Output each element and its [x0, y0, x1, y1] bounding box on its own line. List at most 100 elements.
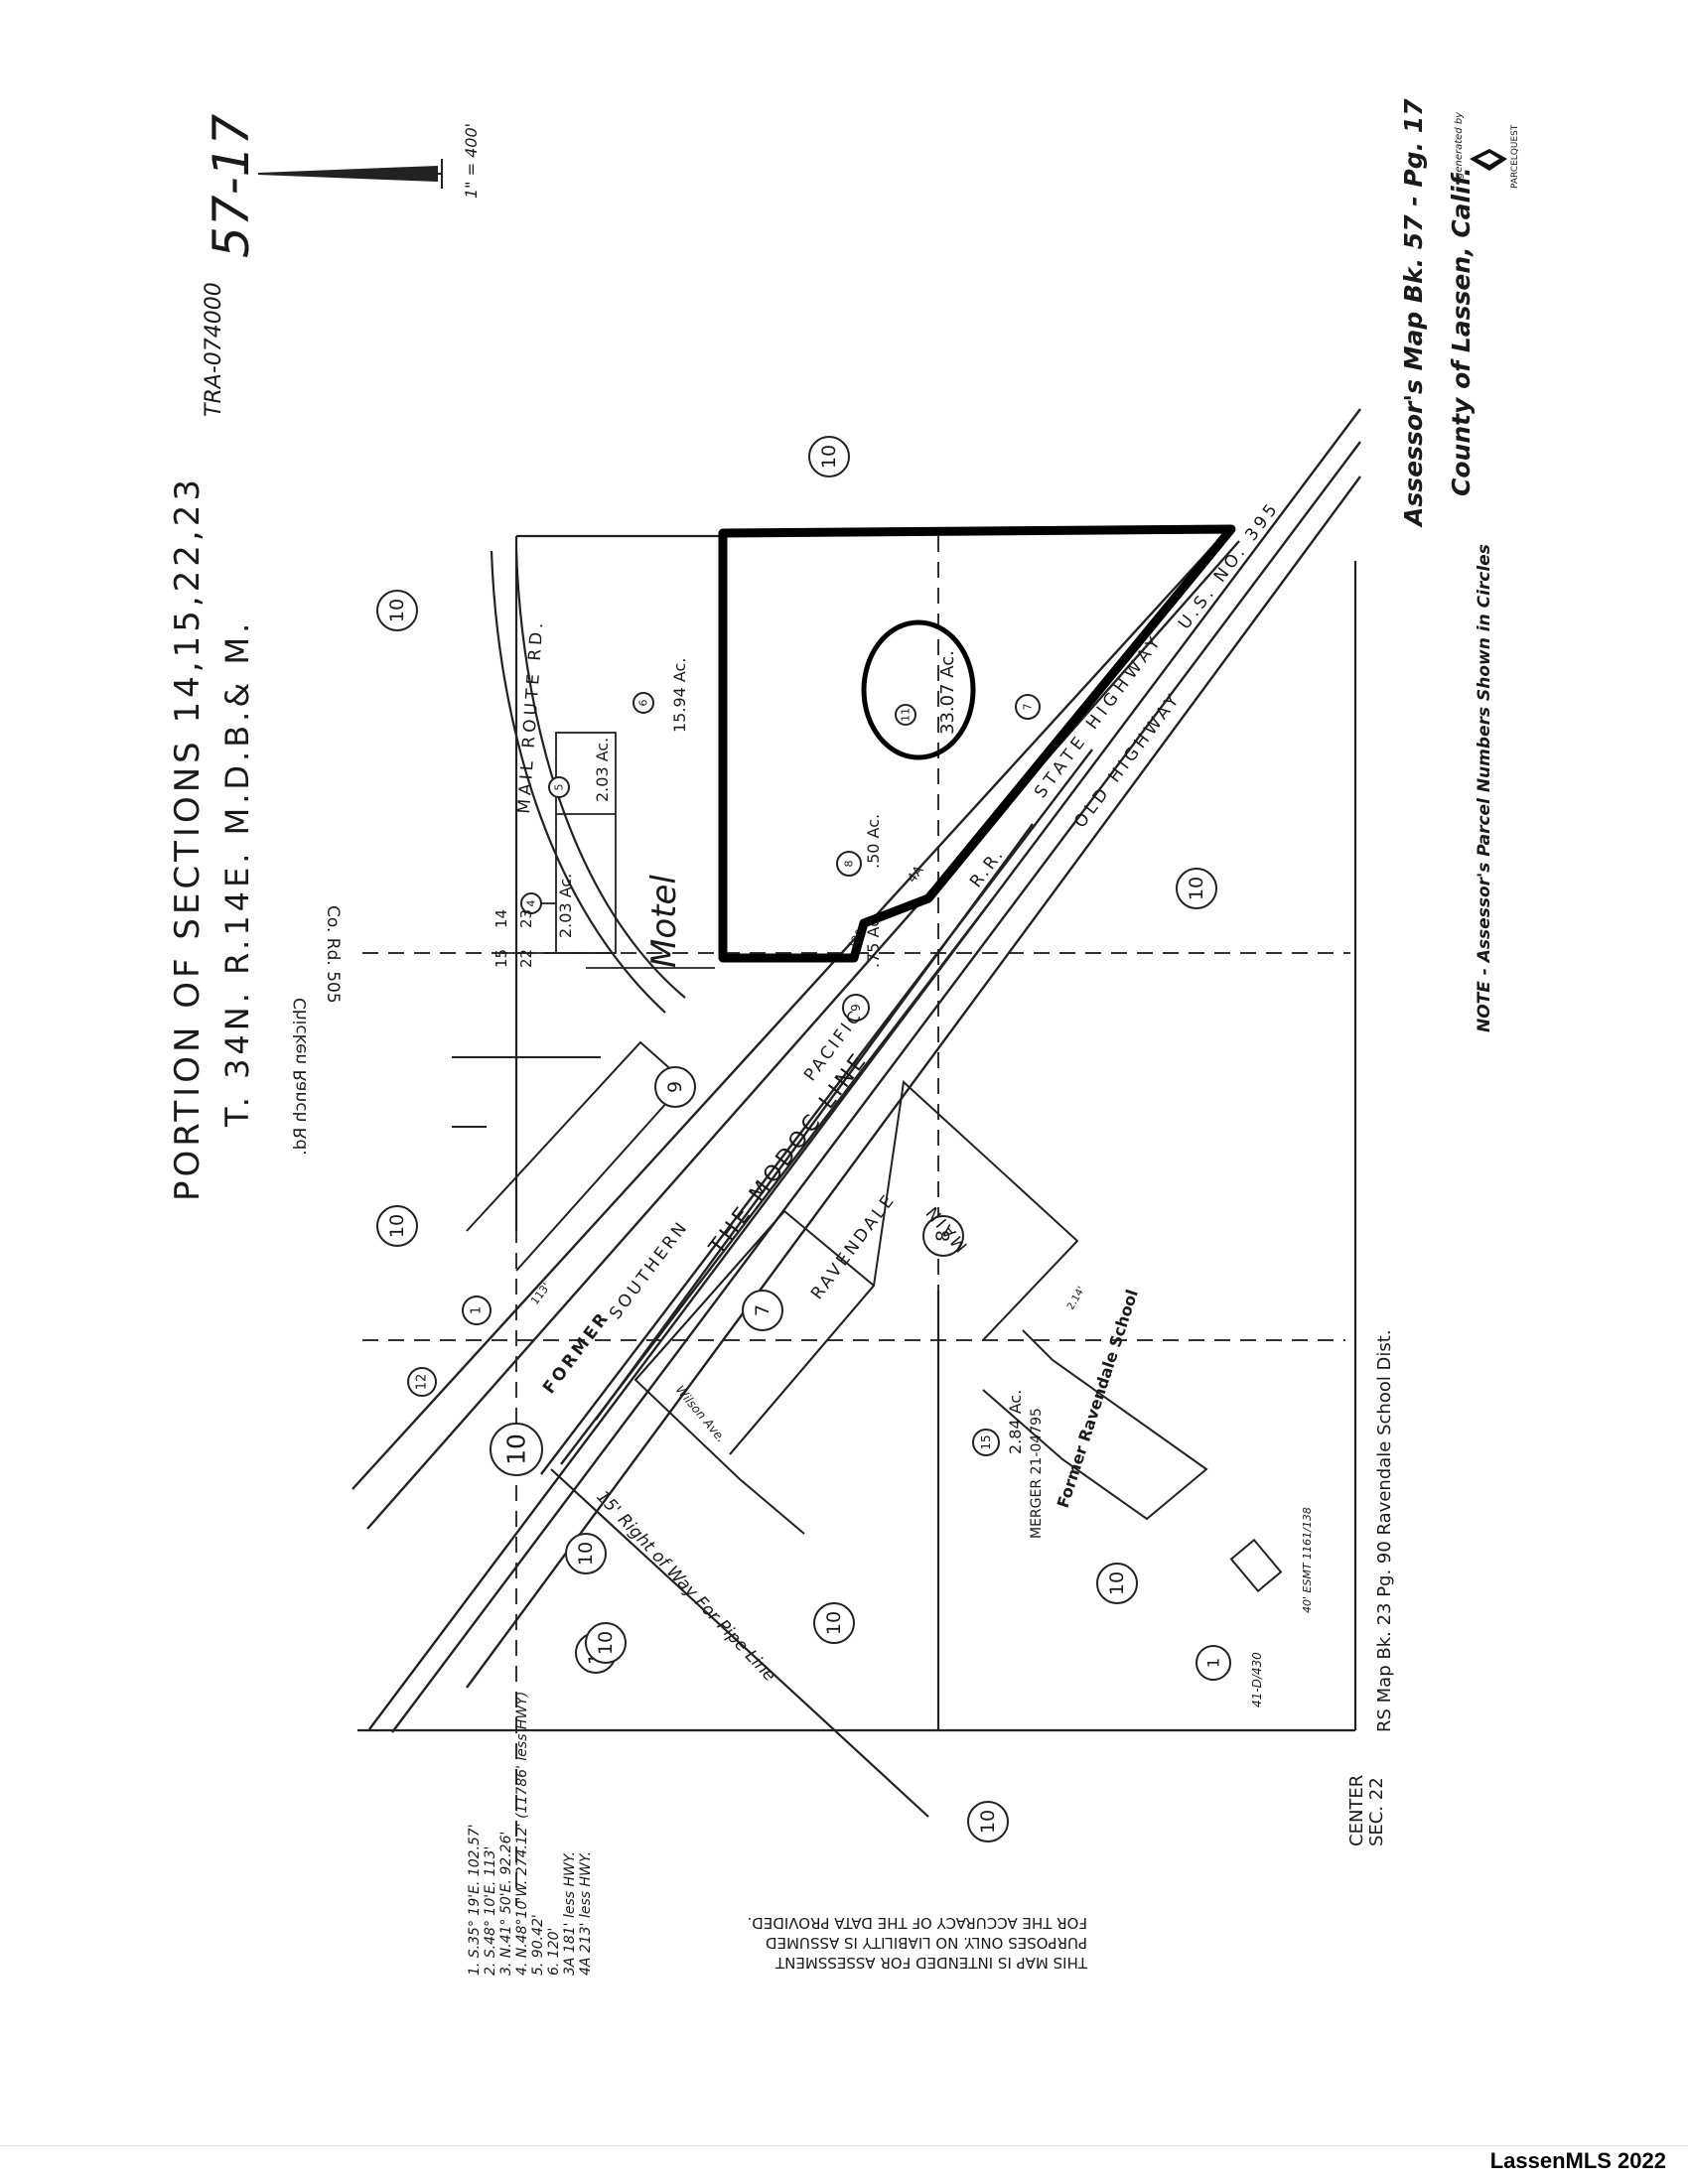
parcel-number-label: 10 [823, 1611, 845, 1635]
ref-41d-label: 41-D/430 [1250, 1652, 1264, 1707]
parcel-circle [654, 1066, 696, 1108]
parcel-number-label: 5 [553, 784, 566, 791]
parcel-circle [808, 436, 850, 478]
highway-railroad-corridor [352, 408, 1361, 1733]
parcel-circle [742, 1290, 783, 1331]
map-book-reference: Assessor's Map Bk. 57 - Pg. 17 [1399, 98, 1428, 528]
parcel-circle [1176, 868, 1217, 909]
small-lots [501, 732, 715, 969]
parcel-11-circle-marker [861, 619, 976, 760]
title-block: PORTION OF SECTIONS 14,15,22,23 T. 34N. … [168, 98, 1520, 1846]
bearing-3: 3. N.41° 50'E. 92.26' [498, 1832, 514, 1976]
section-lines [362, 536, 1350, 1906]
parcel-number-label: 12 [415, 1374, 430, 1391]
parcel-11-outline [718, 524, 1236, 963]
parcel-number-label: 1 [470, 1306, 485, 1314]
map-title-line2: T. 34N. R.14E. M.D.B.& M. [218, 619, 256, 1128]
parcel-circle [548, 776, 570, 798]
parcel-circle [462, 1296, 492, 1325]
north-arrow-icon [257, 159, 443, 189]
bearing-5: 5. 90.42' [530, 1914, 546, 1976]
parcel-11-acres: 33.07 Ac. [937, 650, 958, 735]
dim-4a: 4A [905, 864, 926, 887]
bearing-1: 1. S.35° 19'E. 102.57' [467, 1824, 483, 1976]
parcel-8-acres: .50 Ac. [864, 814, 883, 869]
parcel-9a-acres: .75 Ac. [864, 913, 883, 968]
parcel-number-label: 9 [849, 1004, 863, 1012]
vendor-label: PARCELQUEST [1510, 124, 1520, 189]
center-section-label-1: CENTER [1346, 1775, 1367, 1846]
parcel-circle [1015, 694, 1041, 720]
pipeline-line [550, 1468, 929, 1818]
parcel-circle [376, 1205, 418, 1247]
map-page-number: 57-17 [203, 114, 260, 258]
parcel-number-label: 10 [818, 445, 840, 469]
parcel-number-label: 10 [575, 1542, 597, 1566]
acreage-labels: 15.94 Ac. 2.03 Ac. 2.03 Ac. 33.07 Ac. .5… [556, 650, 1025, 1454]
parcel-number-label: 8 [843, 861, 856, 868]
parcel-circle [520, 892, 542, 914]
parcel-number-label: 10 [977, 1810, 999, 1834]
parcel-number-label: 9 [664, 1081, 686, 1093]
disclaimer-line-3: FOR THE ACCURACY OF THE DATA PROVIDED. [747, 1914, 1087, 1932]
disclaimer-line-2: PURPOSES ONLY. NO LIABILITY IS ASSUMED [766, 1934, 1087, 1952]
section-numbers: 15 14 22 23 [492, 909, 535, 968]
center-section-label-2: SEC. 22 [1366, 1777, 1387, 1846]
rs-map-reference: RS Map Bk. 23 Pg. 90 Ravendale School Di… [1374, 1329, 1395, 1732]
section-22: 22 [517, 949, 535, 968]
merger-label: MERGER 21-04795 [1029, 1408, 1045, 1539]
parcel-circle [895, 704, 916, 726]
boundary-lines [357, 534, 1357, 1732]
bearing-4a: 4A 213' less HWY. [578, 1851, 594, 1976]
parcel-number-label: 7 [752, 1304, 774, 1316]
parcel-circle [813, 1602, 855, 1644]
parcel-circle [967, 1801, 1009, 1843]
bearings-legend: 1. S.35° 19'E. 102.57' 2. S.48° 10'E. 11… [467, 1692, 594, 1976]
parcel-circle [1196, 1645, 1231, 1681]
parcel-circle [922, 1215, 964, 1257]
easement-label: 40' ESMT 1161/138 [1301, 1507, 1314, 1613]
parcel-circle [836, 851, 862, 877]
parcel-number-label: 10 [595, 1631, 617, 1655]
mls-footer: LassenMLS 2022 [1489, 2148, 1666, 2173]
parcel-circle [490, 1423, 543, 1476]
generated-by-label: generated by [1454, 111, 1465, 179]
parcel-number-label: 4 [525, 900, 538, 907]
label-modoc-line: THE MODOC LINE [704, 1047, 873, 1261]
label-co-rd: Co. Rd. 505 [323, 905, 343, 1004]
label-wilson-ave: Wilson Ave. [673, 1383, 729, 1445]
parcel-number-label: 10 [502, 1433, 531, 1465]
parcel-circle [1096, 1563, 1138, 1604]
dim-214: 2.14' [1065, 1285, 1087, 1311]
section-15: 15 [492, 949, 510, 968]
parcelquest-logo-icon [1470, 149, 1507, 171]
parcel-number-label: 7 [1022, 704, 1035, 711]
parcel-circle [376, 590, 418, 631]
label-mail-route: MAIL ROUTE RD. [514, 618, 548, 815]
parcel-number-label: 10 [386, 599, 408, 622]
parcel-circle [842, 994, 870, 1022]
tra-code: TRA-074000 [202, 282, 226, 417]
parcel-circle [972, 1429, 1000, 1456]
parcel-6-acres: 15.94 Ac. [670, 658, 689, 733]
bearing-4: 4. N.48°10'W. 274.12' (11786' less HWY) [514, 1692, 530, 1976]
former-school-label: Former Ravendale School [1054, 1288, 1142, 1511]
section-14: 14 [492, 909, 510, 928]
parcel-circle [565, 1533, 607, 1574]
bearing-3a: 3A 181' less HWY. [562, 1851, 578, 1976]
scale-label: 1" = 400' [462, 123, 481, 199]
map-title-line1: PORTION OF SECTIONS 14,15,22,23 [168, 476, 208, 1201]
bearing-2: 2. S.48° 10'E. 113' [483, 1846, 498, 1976]
parcel-number-label: 8 [932, 1230, 954, 1242]
parcel-number-label: 15 [979, 1434, 993, 1449]
ravendale-blocks [452, 1040, 1208, 1535]
parcel-number-label: 6 [637, 700, 650, 707]
small-structure [1229, 1538, 1283, 1593]
label-chicken-ranch: Chicken Ranch Rd. [291, 998, 311, 1156]
parcel-number-label: 10 [1106, 1571, 1128, 1595]
label-state-highway: STATE HIGHWAY [1031, 630, 1168, 802]
parcel-circle [585, 1622, 627, 1664]
parcel-4-acres: 2.03 Ac. [556, 874, 575, 938]
disclaimer-block: THIS MAP IS INTENDED FOR ASSESSMENT PURP… [747, 1914, 1088, 1972]
